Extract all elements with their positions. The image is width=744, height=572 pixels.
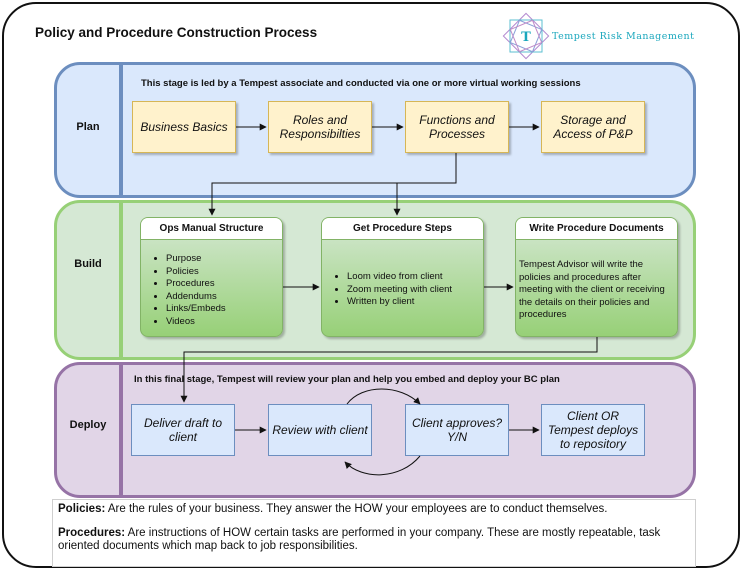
list-item: Zoom meeting with client	[347, 284, 483, 297]
list-item: Links/Embeds	[166, 303, 282, 316]
card-text: Tempest Advisor will write the policies …	[519, 259, 665, 320]
list-item: Addendums	[166, 291, 282, 304]
plan-label: Plan	[76, 121, 100, 133]
plan-step-functions: Functions and Processes	[405, 101, 509, 153]
deploy-step-deploy-repository: Client OR Tempest deploys to repository	[541, 404, 645, 456]
list-item: Procedures	[166, 278, 282, 291]
policies-term: Policies:	[58, 503, 106, 515]
policies-definition: Policies: Are the rules of your business…	[58, 503, 690, 516]
deploy-divider	[119, 365, 123, 495]
deploy-step-deliver-draft: Deliver draft to client	[131, 404, 235, 456]
procedures-definition: Procedures: Are instructions of HOW cert…	[58, 527, 690, 553]
deploy-step-client-approves: Client approves? Y/N	[405, 404, 509, 456]
list-item: Videos	[166, 316, 282, 329]
list-item: Policies	[166, 266, 282, 279]
card-title: Write Procedure Documents	[516, 218, 677, 240]
arrow-loop-top	[346, 388, 421, 405]
card-write-procedure-documents: Write Procedure Documents Tempest Adviso…	[515, 217, 678, 337]
procedures-term: Procedures:	[58, 527, 126, 539]
list-item: Purpose	[166, 253, 282, 266]
build-label: Build	[74, 258, 102, 270]
card-title: Get Procedure Steps	[322, 218, 483, 240]
logo-name: Tempest Risk Management	[552, 31, 695, 42]
definitions-box: Policies: Are the rules of your business…	[52, 499, 696, 567]
plan-divider	[119, 65, 123, 195]
plan-step-roles: Roles and Responsibilties	[268, 101, 372, 153]
build-divider	[119, 203, 123, 357]
arrow-loop-bottom	[344, 455, 421, 476]
tempest-logo: T	[502, 12, 550, 60]
card-title: Ops Manual Structure	[141, 218, 282, 240]
card-get-procedure-steps: Get Procedure Steps Loom video from clie…	[321, 217, 484, 337]
deploy-note: In this final stage, Tempest will review…	[134, 374, 560, 385]
policies-text: Are the rules of your business. They ans…	[107, 503, 608, 515]
procedures-text: Are instructions of HOW certain tasks ar…	[58, 527, 661, 552]
plan-note: This stage is led by a Tempest associate…	[141, 78, 581, 89]
arrow-plan-to-build-ops	[208, 153, 457, 216]
card-ops-manual-structure: Ops Manual Structure Purpose Policies Pr…	[140, 217, 283, 337]
plan-step-business-basics: Business Basics	[132, 101, 236, 153]
page-title: Policy and Procedure Construction Proces…	[35, 25, 318, 40]
plan-step-storage: Storage and Access of P&P	[541, 101, 645, 153]
deploy-label: Deploy	[69, 419, 107, 431]
logo-letter: T	[521, 30, 531, 45]
deploy-step-review: Review with client	[268, 404, 372, 456]
list-item: Loom video from client	[347, 271, 483, 284]
arrow-build-to-deploy	[180, 337, 598, 403]
list-item: Written by client	[347, 296, 483, 309]
